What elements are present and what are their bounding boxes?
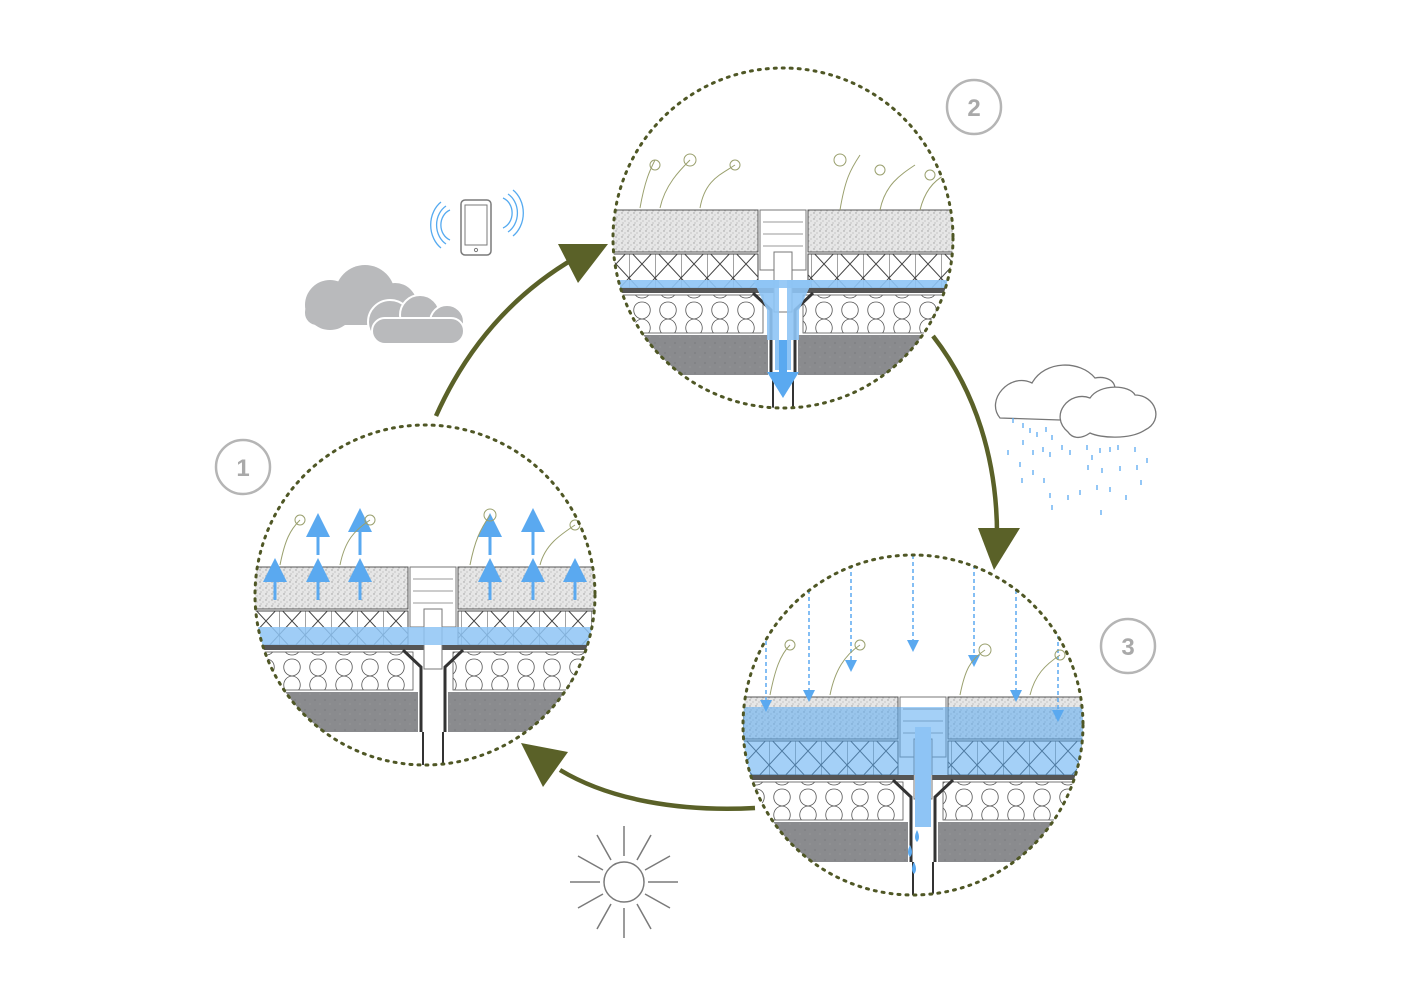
sun-icon [570, 826, 678, 938]
step-label-1: 1 [214, 438, 272, 496]
drain-drops-icon [908, 830, 919, 874]
step-number-3: 3 [1121, 634, 1134, 661]
plants-2 [639, 153, 946, 211]
smartphone-signal-icon [430, 189, 524, 256]
roof-section-3 [743, 695, 1083, 895]
rain-arrowheads [760, 640, 1064, 722]
roof-section-2 [613, 208, 953, 408]
evaporation-arrows [263, 508, 587, 600]
cycle-arrow-1-to-2 [433, 244, 608, 417]
stage-1-evaporation-detail [253, 423, 597, 767]
step-number-2: 2 [967, 95, 980, 122]
step-label-3: 3 [1099, 617, 1157, 675]
stage-3-rain-retention-detail [741, 553, 1085, 897]
rain-cloud-icon [994, 364, 1157, 515]
drain-down-arrow-icon [767, 372, 799, 398]
roof-section-1 [255, 565, 595, 765]
plants-1 [279, 508, 581, 566]
raindrops [1007, 418, 1148, 515]
stage-2-draining-detail [611, 66, 955, 410]
grey-cloud-icon [305, 265, 465, 345]
cycle-arrow-3-to-1 [521, 743, 756, 811]
plants-3 [769, 639, 1066, 696]
step-number-1: 1 [236, 455, 249, 482]
cycle-arrow-2-to-3 [931, 334, 1020, 570]
step-label-2: 2 [945, 78, 1003, 136]
rain-arrows [765, 555, 1059, 715]
